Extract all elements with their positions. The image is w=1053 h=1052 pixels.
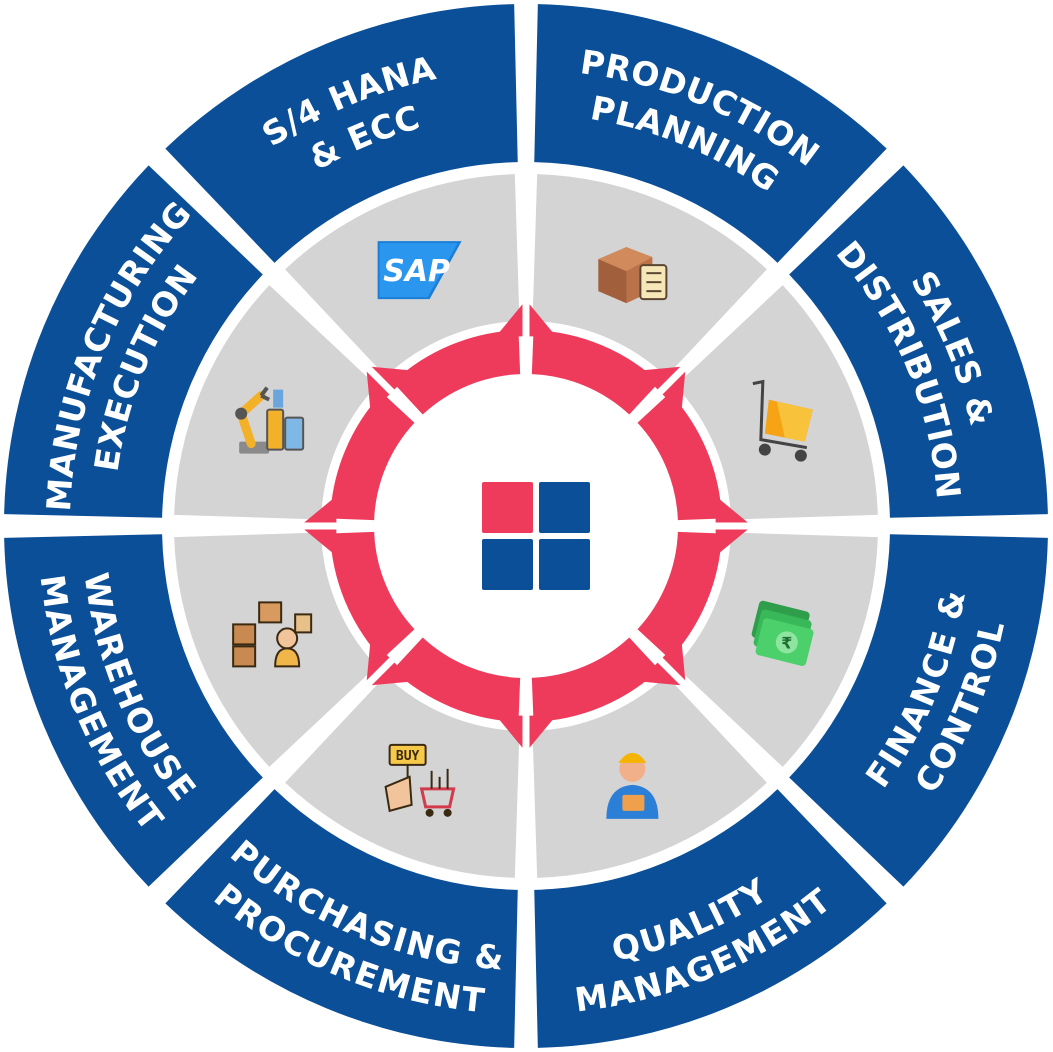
- buy-sign-cart-icon: BUY: [384, 743, 456, 817]
- warehouse-boxes-icon: [232, 601, 313, 668]
- gear-segment-7: [330, 531, 415, 660]
- gear-segment-5: [531, 637, 660, 722]
- gear-gap-4: [629, 629, 692, 692]
- center-square-bottom-left: [482, 539, 533, 590]
- gear-segment-8: [330, 392, 415, 521]
- robot-arm-icon: [235, 386, 305, 454]
- sap-logo-text: SAP: [383, 254, 450, 289]
- outer-segment-manufacturing-execution: [4, 165, 263, 518]
- gear-gap-6: [360, 629, 423, 692]
- currency-symbol: ₹: [781, 633, 792, 652]
- money-stack-icon: ₹: [751, 600, 814, 666]
- outer-segment-s4hana: [165, 4, 518, 263]
- gear-gap-8: [360, 360, 423, 423]
- center-square-top-right: [539, 482, 590, 533]
- gear-segment-1: [392, 330, 521, 415]
- inner-segment-purchasing-procurement: [285, 675, 520, 878]
- inner-segment-quality-management: [532, 675, 767, 878]
- sap-logo-icon: SAP: [377, 241, 462, 300]
- gear-segment-6: [392, 637, 521, 722]
- segment-icons: SAP ₹ BUY: [232, 241, 814, 819]
- outer-segment-sales-distribution: [789, 165, 1048, 518]
- gear-gap-2: [629, 360, 692, 423]
- outer-ring: [4, 4, 1048, 1048]
- gear-ring: [296, 296, 756, 756]
- center-square-top-left: [482, 482, 533, 533]
- gear-segment-3: [637, 392, 722, 521]
- center-logo: [482, 482, 590, 590]
- inner-segment-warehouse-management: [174, 532, 377, 767]
- outer-segment-finance-control: [789, 534, 1048, 887]
- gear-segment-2: [531, 330, 660, 415]
- buy-sign-text: BUY: [396, 749, 420, 764]
- shopping-cart-icon: [752, 379, 813, 462]
- outer-segment-quality-management: [534, 789, 887, 1048]
- inspector-person-icon: [606, 752, 659, 819]
- outer-segment-warehouse-management: [4, 534, 263, 887]
- outer-segment-production-planning: [534, 4, 887, 263]
- center-square-bottom-right: [539, 539, 590, 590]
- gear-segment-4: [637, 531, 722, 660]
- box-checklist-icon: [598, 247, 668, 304]
- outer-segment-purchasing-procurement: [165, 789, 518, 1048]
